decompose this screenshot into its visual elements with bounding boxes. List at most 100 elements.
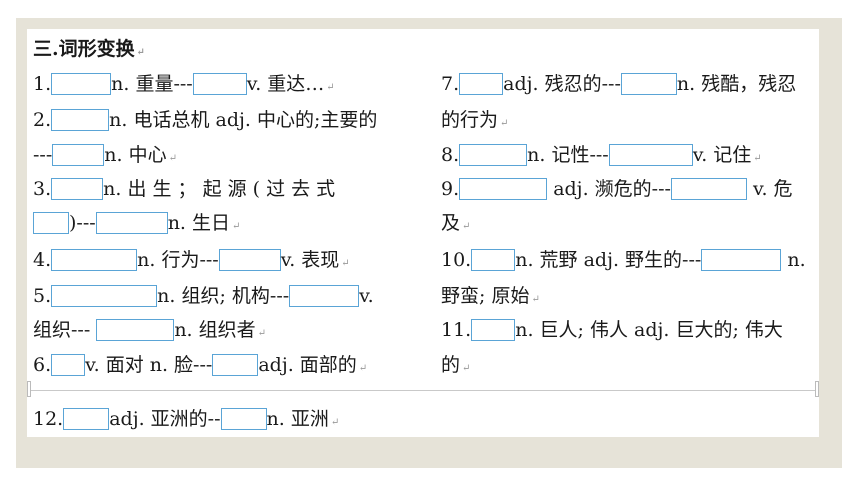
answer-blank-9b[interactable]	[670, 178, 747, 200]
item-number: 2.	[33, 109, 52, 131]
paragraph-mark: ↵	[531, 294, 540, 305]
item-number: 4.	[33, 249, 52, 271]
item-2-cont: --- n. 中心↵	[33, 142, 177, 172]
item-text: adj. 亚洲的--	[109, 408, 221, 430]
item-text: n. 重量---	[111, 73, 193, 95]
answer-blank-3a[interactable]	[51, 178, 104, 200]
title-text: 三.词形变换	[33, 38, 135, 60]
item-text: n. 中心	[104, 144, 167, 166]
item-text: n. 记性---	[527, 144, 609, 166]
answer-blank-2a[interactable]	[51, 109, 110, 131]
paragraph-mark: ↵	[136, 47, 146, 58]
item-11: 11. n. 巨人; 伟人 adj. 巨大的; 伟大	[441, 317, 783, 343]
answer-blank-1a[interactable]	[51, 73, 112, 95]
item-text: v. 面对 n. 脸---	[85, 354, 213, 376]
item-text: n. 生日	[167, 212, 231, 234]
answer-blank-3b[interactable]	[33, 212, 69, 234]
paragraph-mark: ↵	[232, 221, 241, 232]
answer-blank-4b[interactable]	[218, 249, 281, 271]
answer-blank-5c[interactable]	[96, 319, 175, 341]
item-number: 9.	[441, 178, 460, 200]
item-text: 的	[441, 354, 461, 376]
item-2: 2. n. 电话总机 adj. 中心的;主要的	[33, 107, 377, 133]
item-text: v. 危	[752, 178, 793, 200]
item-text: 组织---	[33, 319, 97, 341]
answer-blank-8a[interactable]	[459, 144, 528, 166]
item-5: 5.n. 组织; 机构---v.	[33, 283, 374, 309]
answer-blank-8b[interactable]	[608, 144, 693, 166]
answer-blank-7a[interactable]	[459, 73, 504, 95]
item-number: 3.	[33, 178, 52, 200]
item-text: v. 表现	[280, 249, 340, 271]
item-text: n. 残酷，残忍	[676, 73, 797, 95]
answer-blank-6a[interactable]	[51, 354, 86, 376]
item-7: 7. adj. 残忍的--- n. 残酷，残忍	[441, 71, 796, 97]
item-text: adj. 面部的	[258, 354, 357, 376]
item-text: 及	[441, 212, 461, 234]
item-number: 1.	[33, 73, 52, 95]
section-title: 三.词形变换↵	[33, 36, 145, 66]
item-text: adj. 残忍的---	[503, 73, 621, 95]
item-number: 8.	[441, 144, 460, 166]
item-number: 7.	[441, 73, 460, 95]
paragraph-mark: ↵	[168, 153, 177, 164]
answer-blank-1b[interactable]	[192, 73, 247, 95]
paragraph-mark: ↵	[326, 82, 335, 93]
paragraph-mark: ↵	[358, 363, 368, 374]
item-text: n. 行为---	[137, 249, 219, 271]
paragraph-mark: ↵	[341, 258, 350, 269]
answer-blank-4a[interactable]	[51, 249, 138, 271]
answer-blank-6b[interactable]	[212, 354, 259, 376]
item-text: ---	[33, 144, 53, 166]
item-text: n. 电话总机 adj. 中心的;主要的	[109, 109, 378, 131]
item-text: v. 重达…	[246, 73, 325, 95]
answer-blank-12a[interactable]	[63, 408, 110, 430]
item-text: v. 记住	[692, 144, 752, 166]
answer-blank-2b[interactable]	[52, 144, 105, 166]
paragraph-mark: ↵	[462, 363, 471, 374]
item-text: 野蛮; 原始	[441, 285, 530, 307]
item-text: v.	[359, 285, 374, 307]
item-text: adj. 濒危的---	[553, 178, 671, 200]
answer-blank-10a[interactable]	[471, 249, 516, 271]
item-7-cont: 的行为↵	[441, 107, 508, 137]
item-text: n. 荒野 adj. 野生的---	[515, 249, 702, 271]
answer-blank-9a[interactable]	[459, 178, 548, 200]
item-9-cont: 及↵	[441, 210, 470, 240]
item-6: 6. v. 面对 n. 脸--- adj. 面部的↵	[33, 352, 367, 382]
paragraph-mark: ↵	[257, 328, 267, 339]
item-number: 6.	[33, 354, 52, 376]
item-5-cont: 组织--- n. 组织者↵	[33, 317, 266, 347]
item-10-cont: 野蛮; 原始↵	[441, 283, 540, 313]
item-3: 3. n. 出 生 ； 起 源 ( 过 去 式	[33, 176, 335, 202]
item-number: 11.	[441, 319, 472, 341]
item-text: n. 组织; 机构---	[157, 285, 290, 307]
item-number: 10.	[441, 249, 472, 271]
item-3-cont: )--- n. 生日↵	[33, 210, 240, 240]
table-handle-left[interactable]	[27, 381, 31, 397]
answer-blank-11a[interactable]	[471, 319, 516, 341]
item-text: n. 巨人; 伟人 adj. 巨大的; 伟大	[515, 319, 783, 341]
item-text: n. 亚洲	[266, 408, 329, 430]
item-text: )---	[69, 212, 96, 234]
answer-blank-10b[interactable]	[701, 249, 782, 271]
table-handle-right[interactable]	[815, 381, 819, 397]
answer-blank-12b[interactable]	[220, 408, 267, 430]
table-divider	[27, 390, 819, 391]
item-9: 9. adj. 濒危的--- v. 危	[441, 176, 793, 202]
item-4: 4. n. 行为--- v. 表现↵	[33, 247, 350, 277]
answer-blank-7b[interactable]	[620, 73, 677, 95]
answer-blank-3c[interactable]	[95, 212, 168, 234]
item-text: n. 出 生 ； 起 源 ( 过 去 式	[103, 178, 336, 200]
answer-blank-5b[interactable]	[289, 285, 360, 307]
item-11-cont: 的↵	[441, 352, 470, 382]
item-text: n. 组织者	[174, 319, 256, 341]
paragraph-mark: ↵	[500, 118, 509, 129]
answer-blank-5a[interactable]	[51, 285, 158, 307]
paragraph-mark: ↵	[462, 221, 471, 232]
paragraph-mark: ↵	[330, 417, 340, 428]
item-12: 12. adj. 亚洲的-- n. 亚洲↵	[33, 406, 339, 436]
item-text: n.	[787, 249, 806, 271]
item-number: 12.	[33, 408, 64, 430]
paragraph-mark: ↵	[753, 153, 762, 164]
